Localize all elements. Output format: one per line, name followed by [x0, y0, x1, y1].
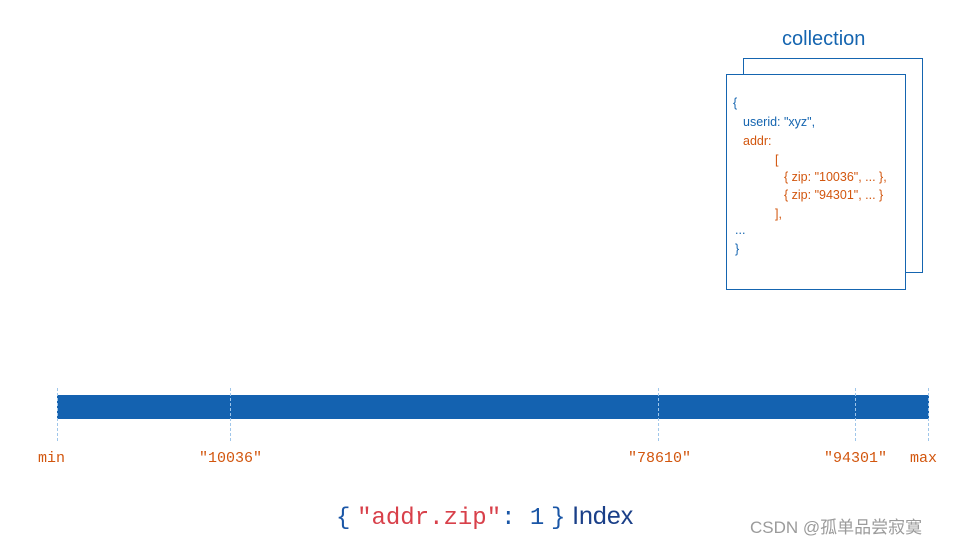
collection-document — [726, 74, 906, 290]
doc-ellipsis: ... — [735, 223, 746, 237]
index-label-min: min — [38, 450, 66, 467]
index-tick-94301 — [855, 388, 856, 441]
collection-title: collection — [782, 28, 866, 50]
doc-array-close: ], — [775, 207, 782, 221]
watermark: CSDN @孤单品尝寂寞 — [750, 518, 923, 537]
index-bar — [57, 395, 929, 419]
caption-value: : 1 — [501, 505, 545, 532]
caption-open-brace: { — [336, 505, 351, 532]
index-tick-10036 — [230, 388, 231, 441]
index-label-94301: "94301" — [824, 450, 888, 467]
caption-key: "addr.zip" — [357, 505, 502, 532]
index-tick-min — [57, 388, 58, 441]
index-spec-caption: { "addr.zip": 1 } Index — [336, 502, 633, 532]
index-label-max: max — [910, 450, 938, 467]
doc-array-item-2: { zip: "94301", ... } — [784, 188, 884, 202]
doc-array-item-1: { zip: "10036", ... }, — [784, 170, 887, 184]
doc-open-brace: { — [733, 96, 738, 110]
index-label-10036: "10036" — [199, 450, 263, 467]
doc-addr-field: addr: — [743, 134, 772, 148]
caption-close-brace: } — [551, 505, 566, 532]
index-label-78610: "78610" — [628, 450, 692, 467]
index-tick-max — [928, 388, 929, 441]
doc-close-brace: } — [735, 242, 740, 256]
caption-word: Index — [572, 502, 634, 530]
doc-array-open: [ — [775, 153, 779, 167]
doc-userid-field: userid: "xyz", — [743, 115, 816, 129]
index-tick-78610 — [658, 388, 659, 441]
